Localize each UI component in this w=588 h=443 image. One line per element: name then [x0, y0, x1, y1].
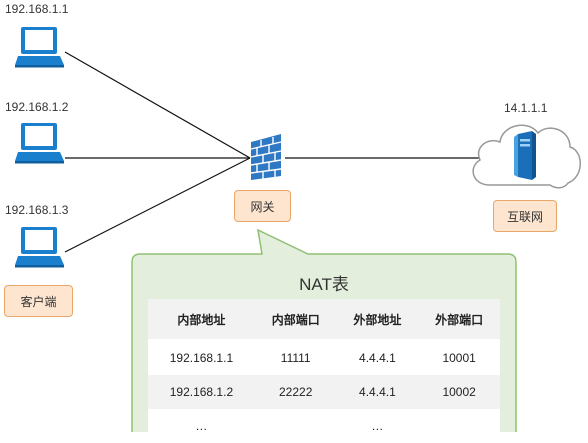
table-cell: …: [148, 409, 255, 443]
client-label: 客户端: [4, 285, 73, 317]
nat-table-header: 内部地址 内部端口 外部地址 外部端口: [148, 299, 500, 341]
table-cell: 22222: [254, 375, 337, 409]
column-header: 内部端口: [254, 299, 337, 341]
laptop-icon: [15, 123, 64, 164]
table-cell: 10002: [418, 375, 500, 409]
table-cell: 4.4.4.1: [336, 340, 419, 375]
host2-ip: 192.168.1.2: [5, 100, 69, 114]
table-row: … …: [148, 409, 500, 443]
table-cell: 10001: [418, 340, 500, 375]
column-header: 外部端口: [418, 299, 500, 341]
nat-table-title: NAT表: [299, 275, 349, 294]
table-cell: [254, 409, 337, 443]
laptop-icon: [15, 27, 64, 68]
nat-table: 内部地址 内部端口 外部地址 外部端口 192.168.1.1 11111 4.…: [148, 299, 500, 443]
link-host1-gateway: [64, 51, 251, 159]
link-host3-gateway: [64, 157, 251, 253]
table-cell: …: [336, 409, 419, 443]
internet-label: 互联网: [493, 200, 557, 232]
server-icon: [514, 131, 536, 180]
host3-ip: 192.168.1.3: [5, 203, 69, 217]
table-cell: [418, 409, 500, 443]
table-cell: 4.4.4.1: [336, 375, 419, 409]
table-row: 192.168.1.1 11111 4.4.4.1 10001: [148, 340, 500, 375]
column-header: 外部地址: [336, 299, 419, 341]
table-cell: 192.168.1.2: [148, 375, 255, 409]
gateway-label: 网关: [234, 190, 291, 222]
table-cell: 192.168.1.1: [148, 340, 255, 375]
laptop-icon: [15, 227, 64, 268]
table-row: 192.168.1.2 22222 4.4.4.1 10002: [148, 375, 500, 409]
firewall-icon: [250, 134, 282, 180]
host1-ip: 192.168.1.1: [5, 2, 69, 16]
column-header: 内部地址: [148, 299, 255, 341]
network-links: [64, 51, 482, 253]
table-cell: 11111: [254, 340, 337, 375]
internet-ip: 14.1.1.1: [504, 101, 548, 115]
